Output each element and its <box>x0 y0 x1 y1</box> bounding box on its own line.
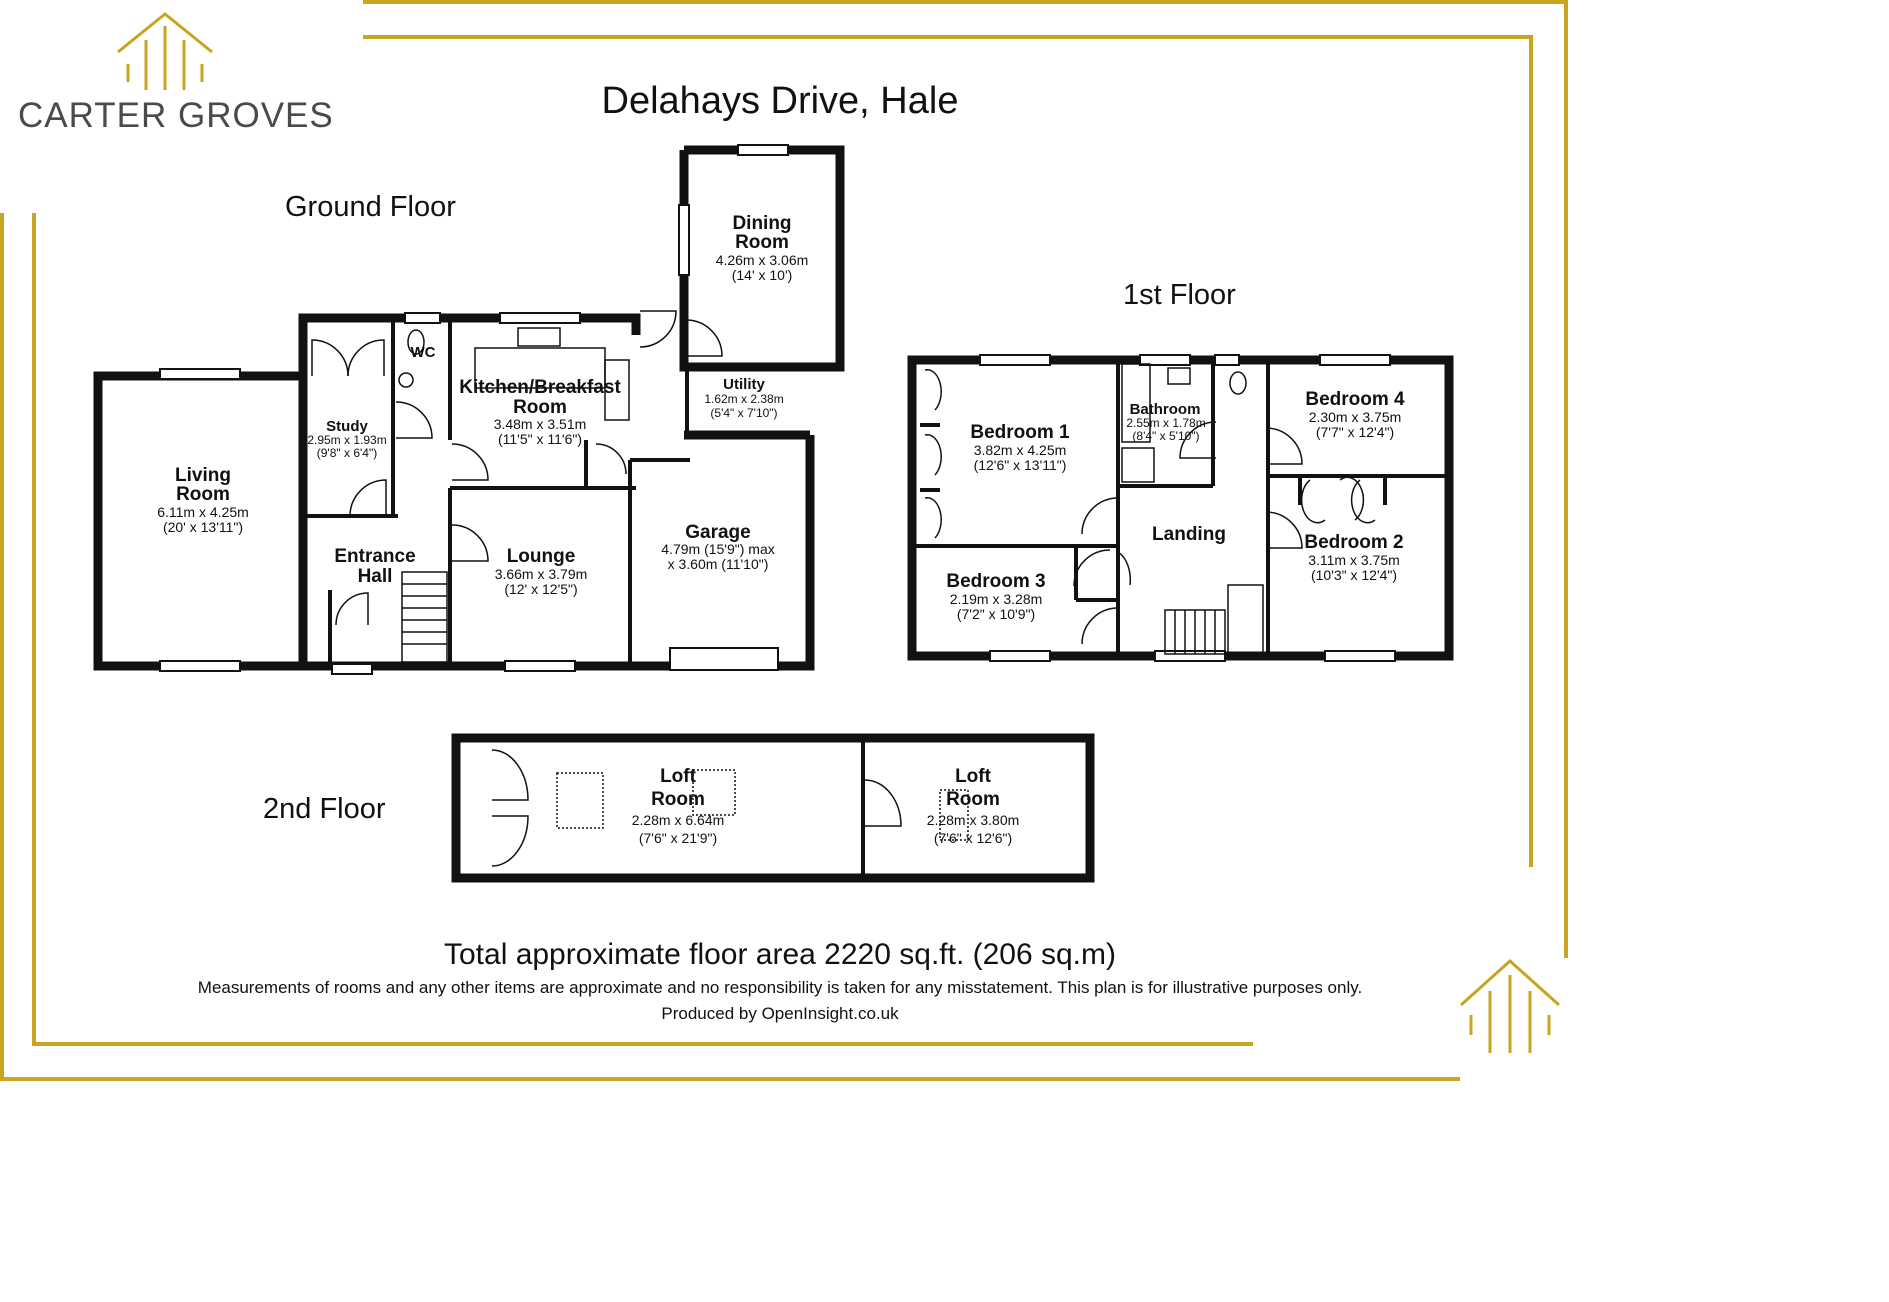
lounge-dim: 3.66m x 3.79m <box>495 566 588 582</box>
ground-floor-label: Ground Floor <box>285 191 456 223</box>
loft1-name: Loft <box>660 766 697 787</box>
wc-name: WC <box>411 344 436 361</box>
study-name: Study <box>326 418 368 435</box>
total-floor-area: Total approximate floor area 2220 sq.ft.… <box>443 938 1116 971</box>
frame-top-outer <box>363 0 1568 4</box>
utility-imp: (5'4" x 7'10") <box>710 406 777 420</box>
dining-name: Dining <box>732 213 791 234</box>
bathroom-name: Bathroom <box>1130 401 1201 418</box>
kitchen-dim: 3.48m x 3.51m <box>494 416 587 432</box>
frame-bottom-outer <box>0 1077 1460 1081</box>
bedroom4-imp: (7'7" x 12'4") <box>1316 424 1394 440</box>
page-title: Delahays Drive, Hale <box>601 80 959 122</box>
bathroom-imp: (8'4" x 5'10") <box>1132 429 1199 443</box>
second-floor-label: 2nd Floor <box>263 793 386 825</box>
dining-imp: (14' x 10') <box>732 267 793 283</box>
bedroom1-dim: 3.82m x 4.25m <box>974 442 1067 458</box>
kitchen-name-2: Room <box>513 397 567 418</box>
produced-by: Produced by OpenInsight.co.uk <box>661 1004 899 1023</box>
lounge-name: Lounge <box>507 546 576 567</box>
bedroom2-dim: 3.11m x 3.75m <box>1308 552 1400 568</box>
bedroom2-imp: (10'3" x 12'4") <box>1311 567 1397 583</box>
garage-dim: 4.79m (15'9") max <box>661 541 774 557</box>
living-room-imp: (20' x 13'11") <box>163 519 243 535</box>
landing-name: Landing <box>1152 524 1226 545</box>
garage-name: Garage <box>685 522 750 543</box>
loft2-name-2: Room <box>946 789 1000 810</box>
loft1-name-2: Room <box>651 789 705 810</box>
loft2-name: Loft <box>955 766 992 787</box>
frame-left-inner <box>32 213 36 1046</box>
dining-name-2: Room <box>735 232 789 253</box>
house-roof-corner-icon <box>1459 958 1561 1053</box>
utility-name: Utility <box>723 376 765 393</box>
lounge-imp: (12' x 12'5") <box>504 581 577 597</box>
garage-imp: x 3.60m (11'10") <box>668 556 769 572</box>
bedroom2-name: Bedroom 2 <box>1304 532 1403 553</box>
bedroom4-dim: 2.30m x 3.75m <box>1309 409 1402 425</box>
bedroom1-name: Bedroom 1 <box>970 422 1070 443</box>
disclaimer: Measurements of rooms and any other item… <box>197 978 1363 997</box>
loft1-dim: 2.28m x 6.64m <box>632 812 725 828</box>
first-floor-label: 1st Floor <box>1123 279 1236 311</box>
bedroom3-name: Bedroom 3 <box>946 571 1045 592</box>
bedroom1-imp: (12'6" x 13'11") <box>974 457 1067 473</box>
bedroom4-name: Bedroom 4 <box>1305 389 1405 410</box>
house-roof-logo-icon <box>117 12 213 90</box>
dining-dim: 4.26m x 3.06m <box>716 252 809 268</box>
frame-top-inner <box>363 35 1533 39</box>
utility-dim: 1.62m x 2.38m <box>704 392 783 406</box>
bathroom-dim: 2.55m x 1.78m <box>1126 416 1205 430</box>
frame-left-outer <box>0 213 4 1081</box>
loft1-imp: (7'6" x 21'9") <box>639 830 717 846</box>
living-room-name: Living <box>175 465 231 486</box>
frame-bottom-inner <box>32 1042 1253 1046</box>
study-dim: 2.95m x 1.93m <box>307 433 386 447</box>
kitchen-imp: (11'5" x 11'6") <box>498 431 582 447</box>
bedroom3-dim: 2.19m x 3.28m <box>950 591 1043 607</box>
living-room-name-2: Room <box>176 484 230 505</box>
brand-name: CARTER GROVES <box>18 96 334 135</box>
frame-right-inner <box>1529 35 1533 867</box>
loft2-imp: (7'6" x 12'6") <box>934 830 1012 846</box>
entrance-name: Entrance <box>334 546 415 567</box>
second-floor-walls <box>451 733 1095 883</box>
bedroom3-imp: (7'2" x 10'9") <box>957 606 1035 622</box>
loft2-dim: 2.28m x 3.80m <box>927 812 1020 828</box>
study-imp: (9'8" x 6'4") <box>317 446 377 460</box>
floor-plan: Living Room 6.11m x 4.25m (20' x 13'11")… <box>93 144 1454 883</box>
entrance-name-2: Hall <box>358 566 393 587</box>
frame-right-outer <box>1564 0 1568 958</box>
living-room-dim: 6.11m x 4.25m <box>157 504 249 520</box>
kitchen-name: Kitchen/Breakfast <box>459 377 621 398</box>
